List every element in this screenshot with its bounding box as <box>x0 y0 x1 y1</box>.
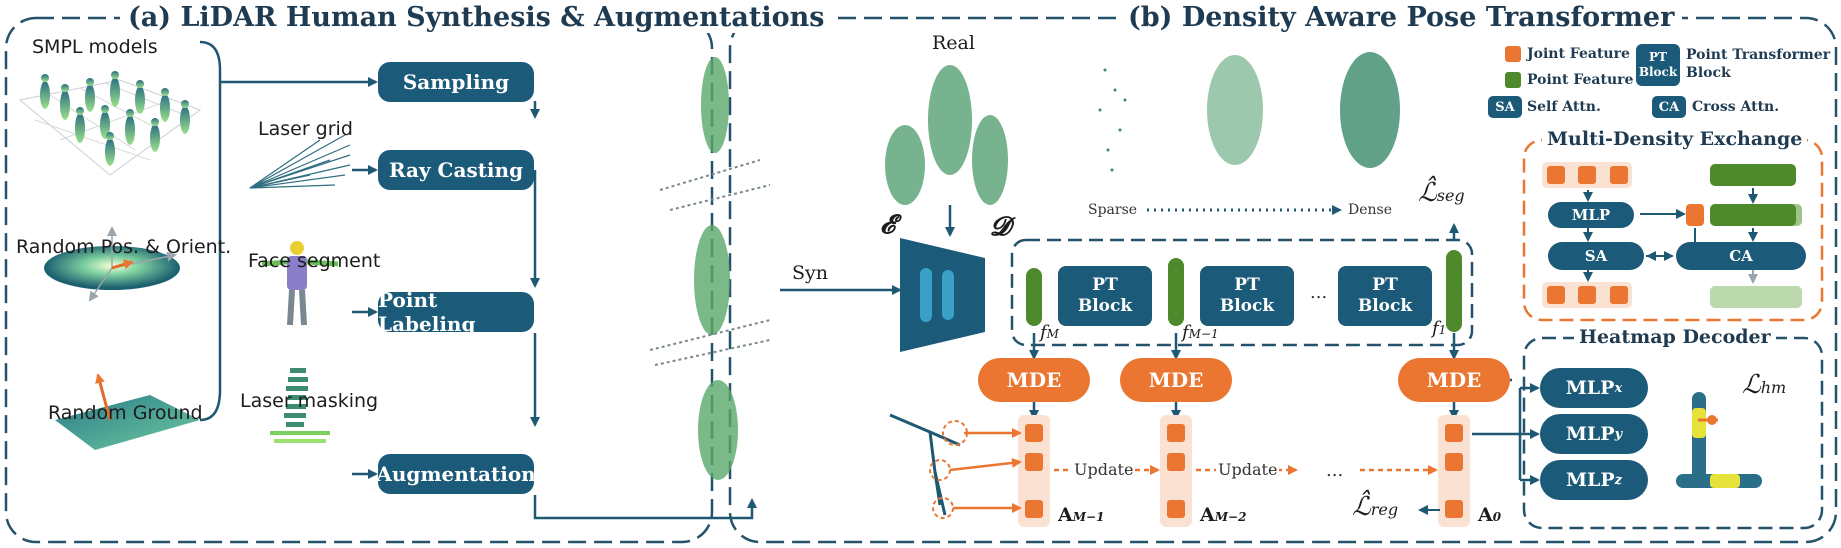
random-ground-illustration <box>55 373 200 450</box>
mde-box-mlp: MLP <box>1548 202 1634 228</box>
step-sampling: Sampling <box>378 62 534 102</box>
step-point-labeling: Point Labeling <box>378 288 534 336</box>
mde-block-3: MDE <box>1398 358 1510 402</box>
encoder-block <box>900 238 985 352</box>
legend-joint-feature: Joint Feature <box>1527 46 1630 62</box>
anchor-label-0: A0 <box>1478 504 1502 526</box>
update-label-2: Update <box>1216 460 1280 479</box>
skeleton-illustration <box>889 413 968 519</box>
pt-block-2: PT Block <box>1200 266 1294 326</box>
synthetic-pointclouds <box>649 57 771 480</box>
mde-box-sa: SA <box>1548 242 1644 270</box>
pt-ellipsis: ... <box>1310 282 1328 303</box>
laser-grid-illustration <box>249 134 351 189</box>
update-label-1: Update <box>1072 460 1136 479</box>
legend-point-feature: Point Feature <box>1527 72 1634 88</box>
legend-ca-full: Cross Attn. <box>1692 99 1780 115</box>
real-label: Real <box>932 32 975 54</box>
loss-reg: ℒ̂reg <box>1352 492 1399 522</box>
feature-f-m <box>1026 268 1042 326</box>
heatmap-decoder-title: Heatmap Decoder <box>1574 326 1776 348</box>
pt-block-1-line2: Block <box>1077 296 1133 316</box>
dense-label: Dense <box>1348 202 1392 218</box>
density-pointclouds <box>1098 52 1400 172</box>
panel-a-title: (a) LiDAR Human Synthesis & Augmentation… <box>120 2 833 33</box>
decoder-dashed-box <box>1010 238 1474 347</box>
feature-label-f-m: fM <box>1040 322 1059 343</box>
face-segment-illustration <box>261 241 339 326</box>
syn-label: Syn <box>792 262 828 284</box>
decoder-symbol: 𝓓 <box>990 212 1010 242</box>
feature-f-m1 <box>1168 258 1184 326</box>
encoder-symbol: 𝓔 <box>880 210 895 240</box>
inputs-bracket <box>199 40 222 422</box>
update-ellipsis: ... <box>1326 460 1344 481</box>
input-laser-masking: Laser masking <box>240 390 379 412</box>
loss-seg: ℒ̂seg <box>1418 178 1465 208</box>
anchor-label-m2: AM−2 <box>1200 504 1247 526</box>
step-augmentation: Augmentation <box>376 454 536 494</box>
pt-block-2-line1: PT <box>1234 275 1260 295</box>
input-laser-grid: Laser grid <box>258 118 353 140</box>
legend-point-swatch <box>1505 72 1521 88</box>
step-ray-casting: Ray Casting <box>378 150 534 190</box>
legend-joint-swatch <box>1505 46 1521 62</box>
input-random-pos: Random Pos. & Orient. <box>16 236 232 258</box>
input-smpl-models: SMPL models <box>32 36 158 58</box>
mde-block-1: MDE <box>978 358 1090 402</box>
legend-sa-full: Self Attn. <box>1527 99 1601 115</box>
input-face-segment: Face segment <box>248 250 381 272</box>
feature-f-1 <box>1446 250 1462 332</box>
anchor-columns <box>1018 415 1470 527</box>
panel-b-title: (b) Density Aware Pose Transformer <box>1120 2 1683 33</box>
mde-block-2: MDE <box>1120 358 1232 402</box>
pt-block-1-line1: PT <box>1092 275 1118 295</box>
input-random-ground: Random Ground <box>48 402 203 424</box>
anchor-label-m1: AM−1 <box>1058 504 1105 526</box>
feature-label-f-1: f1 <box>1432 318 1447 339</box>
sparse-label: Sparse <box>1088 202 1138 218</box>
mde-box-ca: CA <box>1676 242 1806 270</box>
smpl-models-illustration <box>18 71 202 176</box>
legend-sa-abbr: SA <box>1488 96 1522 118</box>
pt-block-2-line2: Block <box>1219 296 1275 316</box>
random-pos-orient-illustration <box>44 226 180 302</box>
real-pointcloud <box>885 65 1008 205</box>
mde-detail-content <box>1542 162 1802 308</box>
feature-label-f-m1: fM−1 <box>1182 322 1219 343</box>
pt-block-1: PT Block <box>1058 266 1152 326</box>
loss-hm: ℒhm <box>1742 370 1787 400</box>
pt-block-3-line2: Block <box>1357 296 1413 316</box>
mde-box-title: Multi-Density Exchange <box>1542 128 1808 150</box>
pt-block-3-line1: PT <box>1372 275 1398 295</box>
laser-masking-illustration <box>270 368 330 443</box>
pt-block-3: PT Block <box>1338 266 1432 326</box>
legend-ca-abbr: CA <box>1652 96 1686 118</box>
heatmap-illustration <box>1676 392 1762 488</box>
